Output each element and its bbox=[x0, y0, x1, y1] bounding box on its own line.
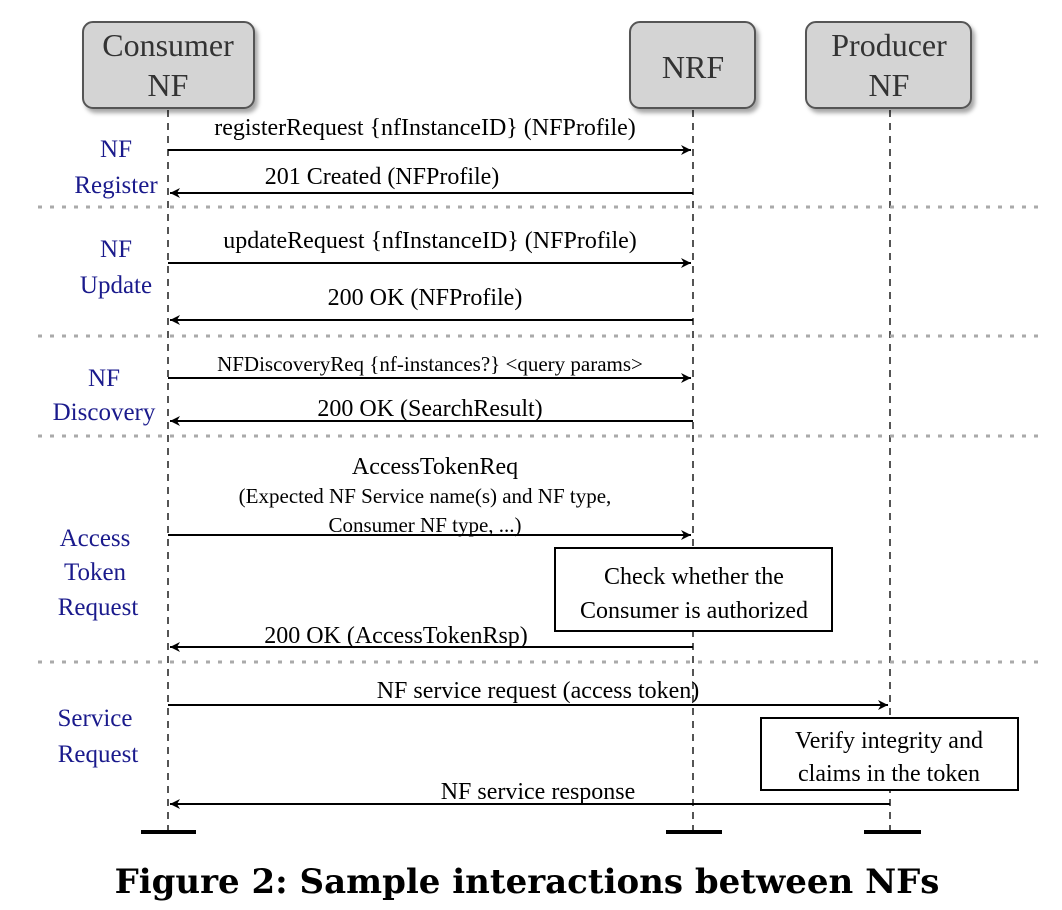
msg-access-request-label-line3: Consumer NF type, ...) bbox=[328, 513, 521, 537]
phase-register-line2: Register bbox=[74, 172, 158, 199]
msg-update-request-label: updateRequest {nfInstanceID} (NFProfile) bbox=[223, 228, 637, 254]
msg-update-response-label: 200 OK (NFProfile) bbox=[328, 285, 523, 311]
phase-service-request: Service Request bbox=[58, 705, 139, 768]
msg-access-request-label-line2: (Expected NF Service name(s) and NF type… bbox=[239, 484, 612, 508]
msg-register-request-label: registerRequest {nfInstanceID} (NFProfil… bbox=[214, 115, 636, 141]
msg-discovery-request-label: NFDiscoveryReq {nf-instances?} <query pa… bbox=[217, 352, 643, 376]
actor-consumer-label-line1: Consumer bbox=[102, 27, 234, 63]
actor-nrf: NRF bbox=[629, 21, 756, 109]
msg-access-response-label: 200 OK (AccessTokenRsp) bbox=[264, 623, 528, 649]
phase-discovery-line1: NF bbox=[88, 365, 120, 392]
msg-discovery-response-label: 200 OK (SearchResult) bbox=[317, 396, 542, 422]
note-nrf-authorization-check: Check whether the Consumer is authorized bbox=[554, 547, 833, 632]
figure-caption: Figure 2: Sample interactions between NF… bbox=[115, 862, 940, 902]
note-nrf-check-line2: Consumer is authorized bbox=[580, 598, 808, 624]
phase-nf-update: NF Update bbox=[80, 236, 152, 299]
actor-producer-nf: Producer NF bbox=[805, 21, 972, 109]
phase-access-line3: Request bbox=[58, 594, 139, 621]
phase-access-token-request: Access Token Request bbox=[58, 525, 139, 621]
note-producer-verify-line2: claims in the token bbox=[798, 761, 980, 787]
actor-producer-label-line2: NF bbox=[869, 67, 910, 103]
msg-register-response-label: 201 Created (NFProfile) bbox=[265, 164, 500, 190]
note-producer-verify-line1: Verify integrity and bbox=[795, 728, 983, 754]
phase-update-line2: Update bbox=[80, 272, 152, 299]
msg-service-response-label: NF service response bbox=[441, 779, 636, 805]
actor-consumer-nf: Consumer NF bbox=[82, 21, 255, 109]
note-producer-token-verification: Verify integrity and claims in the token bbox=[760, 717, 1019, 791]
msg-service-request-label: NF service request (access token) bbox=[377, 678, 700, 704]
phase-service-line1: Service bbox=[58, 705, 133, 732]
actor-consumer-label-line2: NF bbox=[148, 67, 189, 103]
phase-nf-register: NF Register bbox=[74, 136, 158, 199]
actor-nrf-label: NRF bbox=[662, 49, 724, 85]
phase-nf-discovery: NF Discovery bbox=[53, 365, 156, 426]
msg-access-request-label-line1: AccessTokenReq bbox=[352, 454, 518, 480]
phase-register-line1: NF bbox=[100, 136, 132, 163]
note-nrf-check-line1: Check whether the bbox=[604, 564, 784, 590]
phase-access-line2: Token bbox=[64, 559, 127, 586]
phase-discovery-line2: Discovery bbox=[53, 399, 156, 426]
phase-update-line1: NF bbox=[100, 236, 132, 263]
phase-service-line2: Request bbox=[58, 741, 139, 768]
actor-producer-label-line1: Producer bbox=[831, 27, 947, 63]
phase-access-line1: Access bbox=[60, 525, 131, 552]
